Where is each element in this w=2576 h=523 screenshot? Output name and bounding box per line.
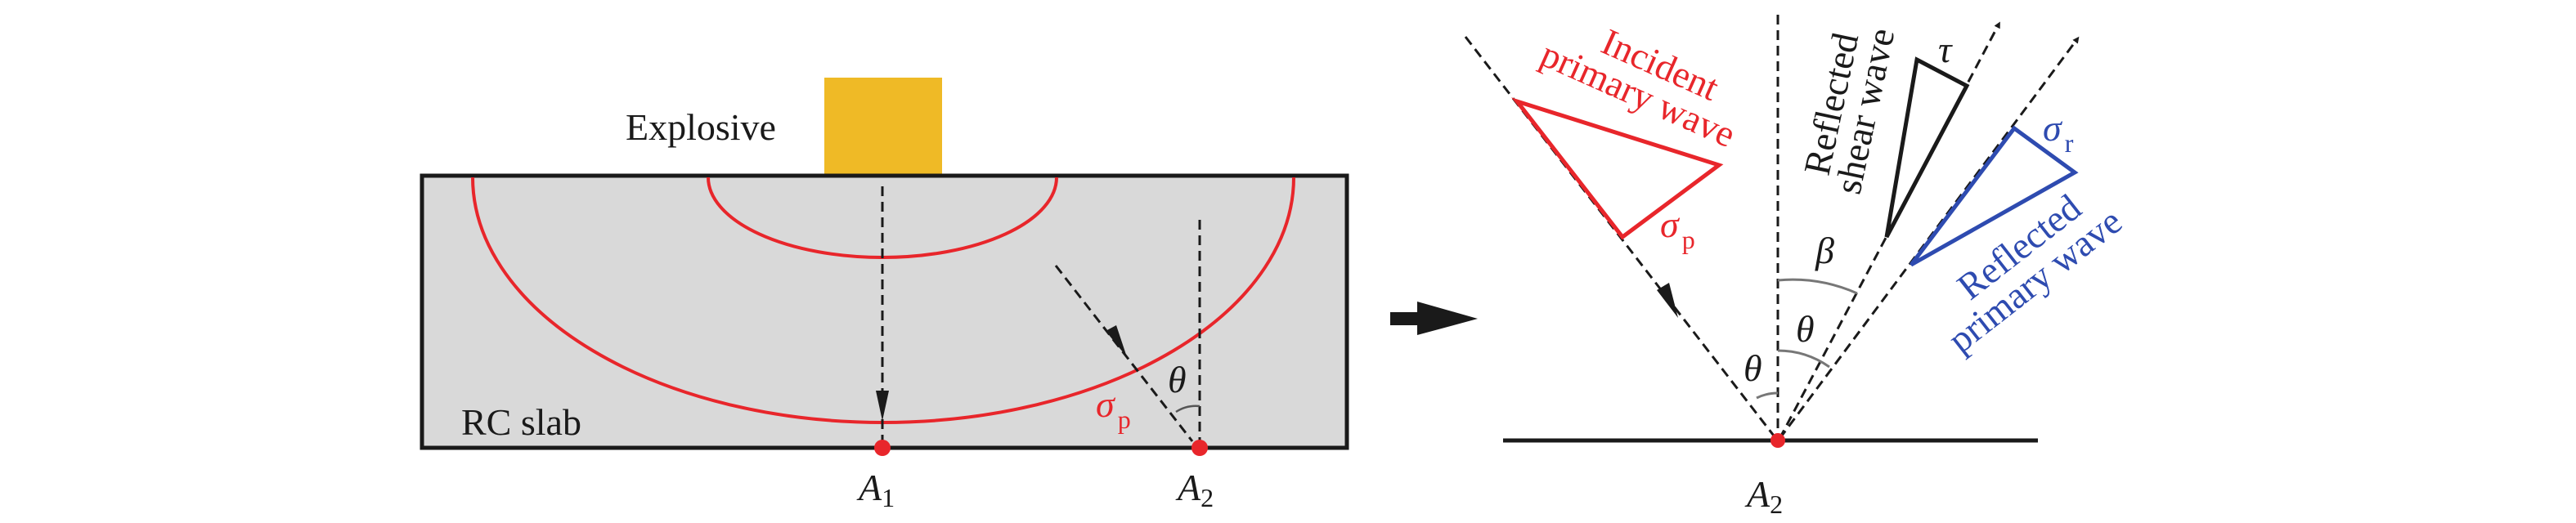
beta-label: β [1815,230,1834,271]
explosive-charge [824,78,942,176]
a2-label: A2 [1175,467,1214,512]
point-a1 [874,440,891,456]
beta-arc [1777,278,1858,295]
shear-stress-triangle [1884,56,1970,239]
incident-wave-label: Incident primary wave [1535,20,1742,155]
point-a2-right [1770,433,1785,448]
incident-ray-arrow [1657,283,1678,318]
slab-label: RC slab [461,401,581,443]
a1-label: A1 [856,467,895,512]
theta-arc-incident [1756,391,1779,400]
tau-label: τ [1938,29,1953,70]
a2-right-label: A2 [1744,473,1783,519]
explosive-label: Explosive [626,106,776,148]
point-a2 [1192,440,1208,456]
a2-incident-arrow [1106,325,1127,357]
theta-right-label: θ [1796,308,1815,350]
theta-left-label: θ [1744,347,1762,389]
reflected-stress-triangle [1910,125,2079,267]
transition-arrow-icon [1390,302,1478,335]
shear-wave-label: Reflected shear wave [1796,25,1903,198]
theta-label: θ [1168,359,1187,400]
theta-arc-reflected [1777,349,1830,369]
a1-ray-arrow [876,391,889,421]
incident-stress-triangle [1511,97,1724,240]
theta-arc-left [1175,405,1200,413]
